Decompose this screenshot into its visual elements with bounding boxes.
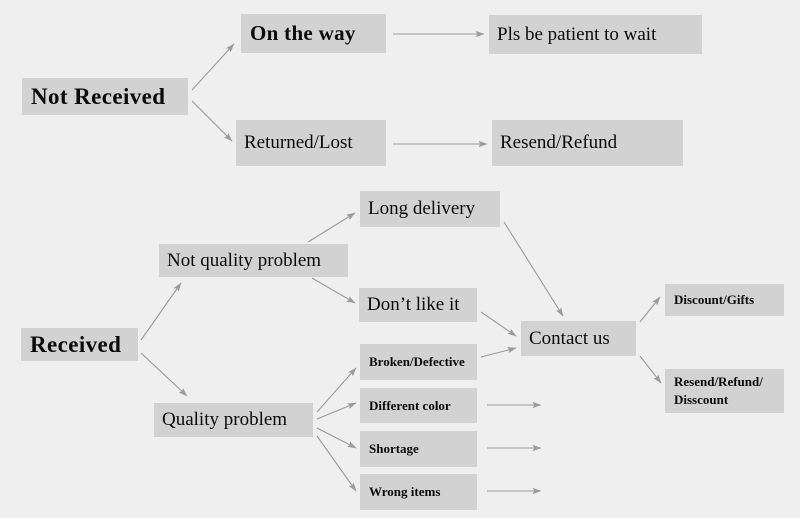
edge-contact-us-to-resend-refund-disscount	[639, 355, 662, 384]
node-long-delivery[interactable]: Long delivery	[360, 191, 500, 227]
node-on-the-way[interactable]: On the way	[241, 14, 386, 53]
edge-long-delivery-to-contact-us	[503, 221, 564, 317]
edge-quality-problem-to-wrong-items	[316, 435, 357, 492]
node-shortage[interactable]: Shortage	[360, 431, 477, 467]
edge-received-to-quality-problem	[140, 352, 188, 397]
node-resend-refund[interactable]: Resend/Refund	[492, 120, 683, 166]
edge-not-received-to-returned-lost	[191, 100, 233, 142]
node-returned-lost[interactable]: Returned/Lost	[236, 120, 386, 166]
node-contact-us[interactable]: Contact us	[521, 321, 636, 356]
edge-contact-us-to-discount-gifts	[639, 296, 661, 323]
edge-quality-problem-to-shortage	[316, 427, 357, 449]
node-dont-like-it[interactable]: Don’t like it	[359, 288, 477, 322]
node-pls-be-patient-to-wait[interactable]: Pls be patient to wait	[489, 15, 702, 54]
edge-received-to-not-quality-problem	[140, 282, 182, 341]
edge-not-received-to-on-the-way	[191, 43, 235, 91]
edge-quality-problem-to-broken-defective	[316, 367, 357, 413]
node-different-color[interactable]: Different color	[360, 388, 477, 423]
edge-dont-like-it-to-contact-us	[480, 311, 517, 337]
node-quality-problem[interactable]: Quality problem	[154, 403, 313, 437]
node-received[interactable]: Received	[21, 328, 138, 361]
node-resend-refund-disscount[interactable]: Resend/Refund/ Disscount	[665, 369, 784, 413]
node-not-quality-problem[interactable]: Not quality problem	[159, 244, 348, 277]
node-wrong-items[interactable]: Wrong items	[360, 474, 477, 510]
edge-quality-problem-to-different-color	[316, 402, 357, 420]
edge-not-quality-problem-to-long-delivery	[307, 212, 356, 243]
node-discount-gifts[interactable]: Discount/Gifts	[665, 284, 784, 316]
node-broken-defective[interactable]: Broken/Defective	[360, 344, 477, 380]
edge-not-quality-problem-to-dont-like-it	[311, 277, 356, 304]
node-not-received[interactable]: Not Received	[22, 78, 188, 115]
edge-broken-defective-to-contact-us	[480, 347, 517, 358]
